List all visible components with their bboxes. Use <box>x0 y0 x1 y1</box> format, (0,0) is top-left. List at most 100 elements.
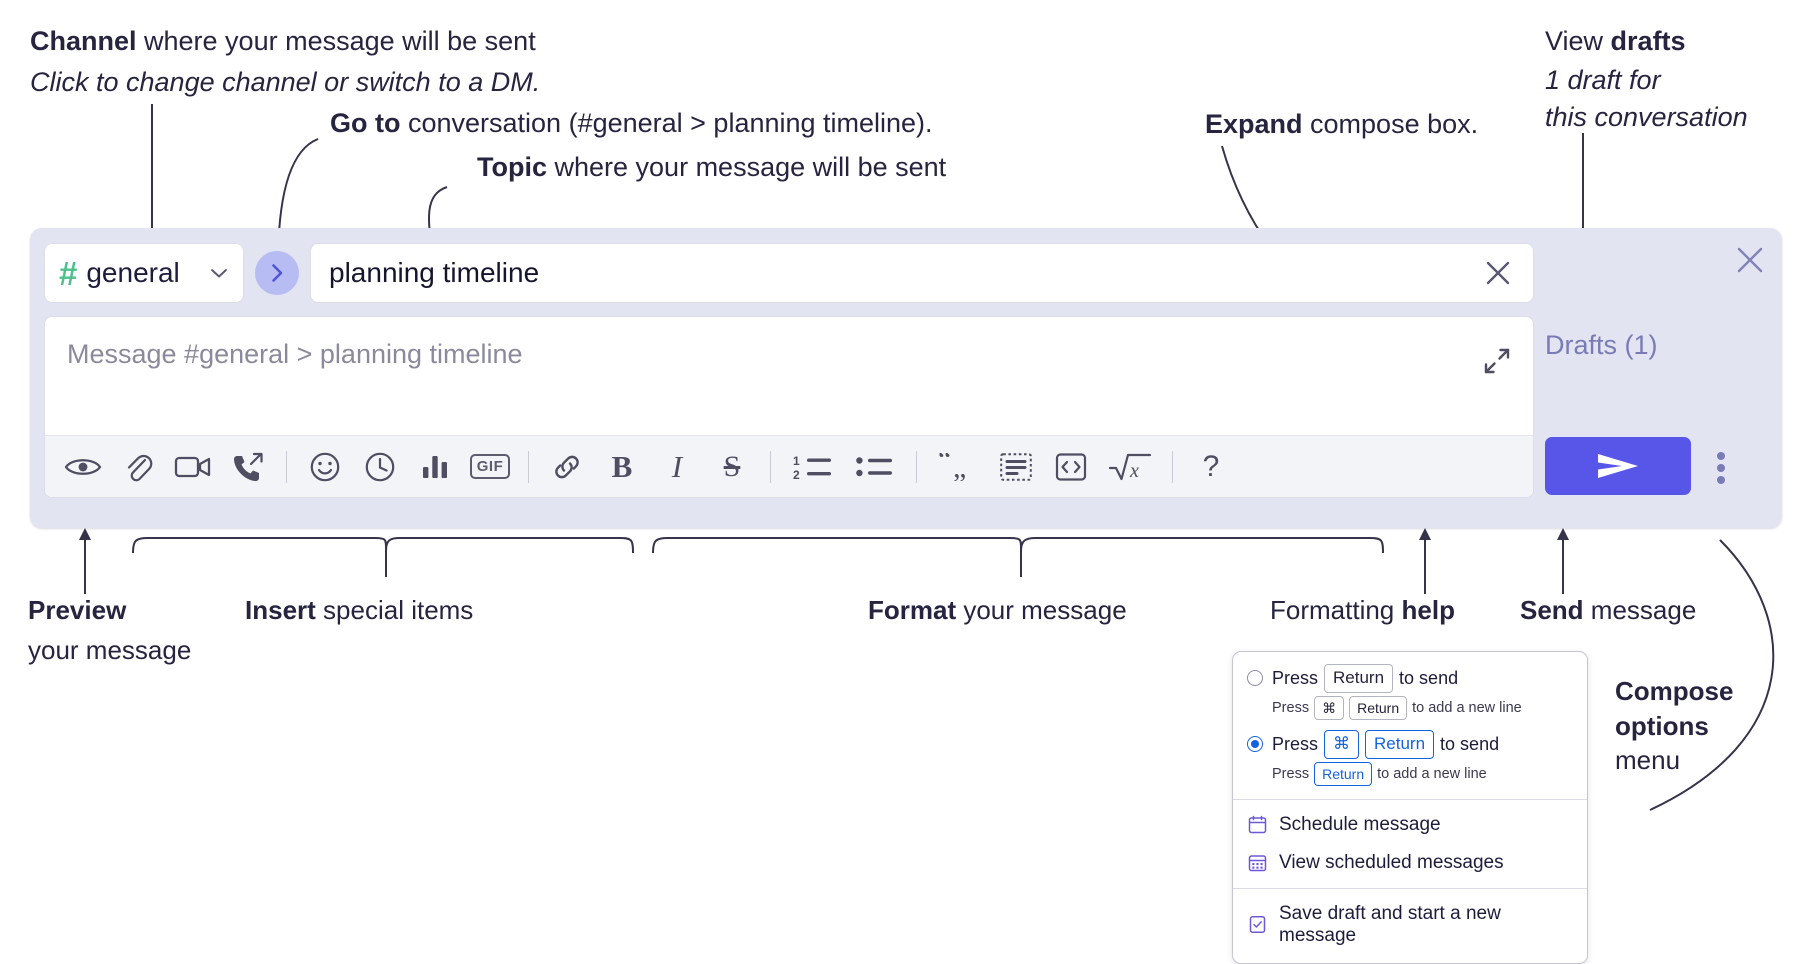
annotation-topic-rest: where your message will be sent <box>547 152 947 182</box>
annotation-compose-options-rest: menu <box>1615 745 1681 776</box>
annotation-compose-options: Compose options menu <box>1615 674 1733 778</box>
send-option-2-sub-post: to add a new line <box>1377 765 1487 782</box>
annotation-insert-rest: special items <box>315 595 474 625</box>
menu-item-save-draft-label: Save draft and start a new message <box>1279 902 1501 946</box>
annotation-drafts: View drafts 1 draft for this conversatio… <box>1545 24 1748 135</box>
schedule-button[interactable] <box>358 445 402 489</box>
key-return: Return <box>1324 664 1394 693</box>
radio-return-to-send[interactable] <box>1247 670 1263 687</box>
annotation-insert-bold: Insert <box>245 595 316 625</box>
annotation-format: Format your message <box>868 594 1127 627</box>
close-icon[interactable] <box>1479 254 1517 292</box>
topic-input[interactable]: planning timeline <box>310 243 1534 303</box>
toolbar-divider-3 <box>770 450 771 483</box>
link-button[interactable] <box>545 445 589 489</box>
bar-chart-icon <box>423 455 447 478</box>
send-button[interactable] <box>1545 437 1691 495</box>
svg-text:x: x <box>1129 460 1139 482</box>
annotation-insert: Insert special items <box>245 594 473 627</box>
svg-text:1: 1 <box>793 454 800 468</box>
math-button[interactable]: x <box>1104 445 1156 489</box>
drafts-link[interactable]: Drafts (1) <box>1545 330 1658 360</box>
svg-text:„: „ <box>953 453 966 481</box>
kebab-dot-3 <box>1717 476 1725 484</box>
italic-button[interactable]: I <box>655 445 699 489</box>
kebab-dot-2 <box>1717 464 1725 472</box>
radio-command-return-to-send[interactable] <box>1247 736 1263 753</box>
key-command-selected: ⌘ <box>1324 729 1360 759</box>
toolbar-divider-5 <box>1172 450 1173 483</box>
key-return-sub: Return <box>1349 695 1408 720</box>
key-return-sub-2: Return <box>1314 761 1373 786</box>
send-option-row-1[interactable]: Press Return to send <box>1247 664 1573 693</box>
send-option-1-sub-post: to add a new line <box>1412 699 1522 716</box>
formatting-help-button[interactable]: ? <box>1189 445 1233 489</box>
annotation-drafts-italic-2: this conversation <box>1545 102 1748 133</box>
menu-item-schedule-message[interactable]: Schedule message <box>1233 806 1587 844</box>
annotation-drafts-italic-1: 1 draft for <box>1545 64 1661 95</box>
video-clip-button[interactable] <box>171 445 215 489</box>
annotation-formatting-help: Formatting help <box>1270 594 1455 627</box>
code-block-button[interactable] <box>994 445 1038 489</box>
annotation-drafts-bold: drafts <box>1610 26 1686 56</box>
audio-clip-button[interactable] <box>226 445 270 489</box>
gif-button[interactable]: GIF <box>468 445 512 489</box>
compose-inner: # general planning timeline Message #gen… <box>44 242 1534 498</box>
bulleted-list-icon <box>856 456 892 476</box>
ordered-list-button[interactable]: 1 2 <box>787 445 839 489</box>
channel-selector[interactable]: # general <box>44 243 244 303</box>
message-box: Message #general > planning timeline <box>44 316 1534 498</box>
paperclip-icon <box>127 454 153 481</box>
link-icon <box>555 455 579 478</box>
send-option-2-sub: Press Return to add a new line <box>1272 761 1573 786</box>
poll-button[interactable] <box>413 445 457 489</box>
send-option-1-post: to send <box>1399 667 1459 688</box>
preview-button[interactable] <box>61 445 105 489</box>
menu-divider-1 <box>1233 798 1587 800</box>
annotation-topic: Topic where your message will be sent <box>477 150 946 185</box>
code-inline-icon <box>1055 452 1087 481</box>
annotation-format-rest: your message <box>956 595 1127 625</box>
menu-item-save-draft[interactable]: Save draft and start a new message <box>1233 895 1587 955</box>
menu-item-view-scheduled[interactable]: View scheduled messages <box>1233 844 1587 882</box>
annotation-topic-bold: Topic <box>477 152 547 182</box>
phone-forward-icon <box>234 452 263 481</box>
annotation-send-bold: Send <box>1520 595 1584 625</box>
close-compose-button[interactable] <box>1730 240 1770 280</box>
annotation-channel-bold: Channel <box>30 26 137 56</box>
bulleted-list-button[interactable] <box>850 445 900 489</box>
annotation-preview-bold: Preview <box>28 595 127 625</box>
smiley-icon <box>310 452 340 481</box>
chevron-right-icon <box>272 264 283 282</box>
menu-divider-2 <box>1233 887 1587 889</box>
scheduling-group: Schedule message View scheduled messages <box>1233 800 1587 888</box>
calendar-icon <box>1247 814 1268 835</box>
close-icon-glyph <box>1486 261 1510 285</box>
annotation-expand-rest: compose box. <box>1302 109 1479 139</box>
compose-panel: # general planning timeline Message #gen… <box>30 228 1782 528</box>
menu-item-view-scheduled-label: View scheduled messages <box>1279 851 1504 873</box>
expand-icon <box>1484 348 1510 374</box>
code-button[interactable] <box>1049 445 1093 489</box>
draft-group: Save draft and start a new message <box>1233 889 1587 963</box>
bold-button[interactable]: B <box>600 445 644 489</box>
send-option-row-2[interactable]: Press ⌘ Return to send <box>1247 729 1573 759</box>
message-input[interactable]: Message #general > planning timeline <box>45 317 1533 435</box>
blockquote-button[interactable]: “ „ <box>933 445 983 489</box>
attach-button[interactable] <box>116 445 160 489</box>
strikethrough-button[interactable]: S <box>710 445 754 489</box>
annotation-formatting-help-bold: help <box>1401 595 1455 625</box>
message-placeholder: Message #general > planning timeline <box>67 339 523 369</box>
send-option-2-post: to send <box>1440 733 1500 754</box>
expand-compose-button[interactable] <box>1479 343 1515 379</box>
toolbar-divider-2 <box>528 450 529 483</box>
goto-conversation-button[interactable] <box>255 251 299 295</box>
square-root-x-icon: x <box>1108 453 1152 482</box>
annotation-goto-rest: conversation (#general > planning timeli… <box>400 108 933 138</box>
emoji-button[interactable] <box>303 445 347 489</box>
calendar-grid-icon <box>1247 852 1268 873</box>
ordered-list-icon: 1 2 <box>793 454 831 481</box>
compose-options-button[interactable] <box>1708 448 1734 488</box>
annotation-expand-bold: Expand <box>1205 109 1303 139</box>
question-mark-icon: ? <box>1202 449 1220 483</box>
